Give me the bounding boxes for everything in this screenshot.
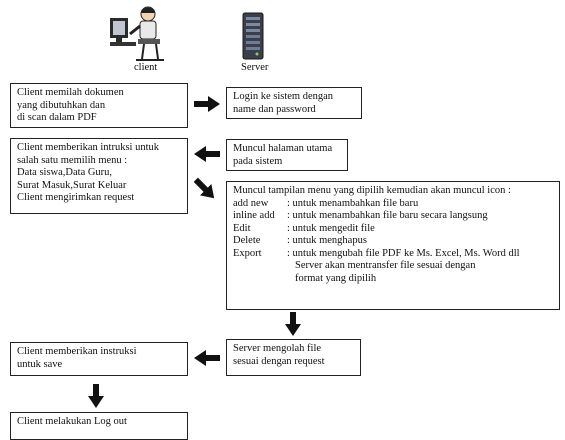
box-line: Client memberikan intruksi untuk	[17, 142, 160, 153]
menu-item-key: add new	[233, 197, 269, 209]
menu-item-export: Export : untuk mengubah file PDF ke Ms. E…	[233, 248, 553, 261]
box-line: name dan password	[233, 103, 316, 115]
box-line: Server mengolah file	[233, 343, 322, 354]
box-line: Muncul halaman utama	[233, 143, 333, 154]
arrow-left-icon	[194, 350, 220, 366]
server-tower-icon	[242, 12, 264, 60]
arrow-down-icon	[88, 384, 104, 408]
box-line: yang dibutuhkan dan	[17, 99, 106, 111]
box-line: salah satu memilih menu :	[17, 154, 128, 166]
box-line: di scan dalam PDF	[17, 112, 97, 123]
menu-tail-line: Server akan mentransfer file sesuai deng…	[295, 260, 476, 271]
box-line: Data siswa,Data Guru,	[17, 167, 113, 178]
server-login-box: Login ke sistem dengan name dan password	[226, 87, 362, 119]
box-line: Login ke sistem dengan	[233, 91, 334, 102]
client-choose-document-box: Client memilah dokumen yang dibutuhkan d…	[10, 83, 188, 128]
menu-item-desc: : untuk mengubah file PDF ke Ms. Excel, …	[287, 247, 520, 259]
menu-item-desc: : untuk mengedit file	[287, 222, 375, 234]
menu-item-key: Delete	[233, 235, 261, 246]
box-line: Client memberikan instruksi	[17, 346, 137, 357]
server-label: Server	[241, 62, 269, 73]
menu-item-key: inline add	[233, 210, 275, 221]
box-line: pada sistem	[233, 155, 283, 167]
arrow-diagonal-icon	[193, 177, 215, 199]
box-line: untuk save	[17, 358, 63, 370]
menu-icons-box: Muncul tampilan menu yang dipilih kemudi…	[226, 181, 560, 310]
arrow-right-icon	[194, 96, 220, 112]
server-process-box: Server mengolah file sesuai dengan reque…	[226, 339, 361, 376]
box-line: Client mengirimkan request	[17, 192, 135, 203]
menu-item-edit: Edit : untuk mengedit file	[233, 223, 553, 236]
client-save-box: Client memberikan instruksi untuk save	[10, 342, 188, 376]
menu-header: Muncul tampilan menu yang dipilih kemudi…	[233, 185, 511, 196]
client-logout-box: Client melakukan Log out	[10, 412, 188, 440]
menu-item-inline-add: inline add : untuk menambahkan file baru …	[233, 210, 553, 223]
box-line: sesuai dengan request	[233, 355, 325, 367]
menu-item-desc: : untuk menambahkan file baru	[287, 197, 419, 209]
menu-tail-line: format yang dipilih	[295, 272, 377, 284]
arrow-left-icon	[194, 146, 220, 162]
arrow-down-icon	[285, 312, 301, 336]
server-home-box: Muncul halaman utama pada sistem	[226, 139, 348, 171]
menu-item-desc: : untuk menambahkan file baru secara lan…	[287, 210, 488, 221]
menu-item-delete: Delete : untuk menghapus	[233, 235, 553, 248]
menu-item-key: Edit	[233, 222, 251, 234]
box-line: Client melakukan Log out	[17, 416, 127, 427]
menu-item-key: Export	[233, 247, 262, 259]
client-instruct-box: Client memberikan intruksi untuk salah s…	[10, 138, 188, 214]
menu-item-desc: : untuk menghapus	[287, 235, 367, 246]
menu-item-add-new: add new : untuk menambahkan file baru	[233, 198, 553, 211]
client-computer-icon	[110, 6, 164, 61]
box-line: Client memilah dokumen	[17, 87, 124, 98]
client-label: client	[134, 62, 158, 73]
box-line: Surat Masuk,Surat Keluar	[17, 179, 127, 191]
